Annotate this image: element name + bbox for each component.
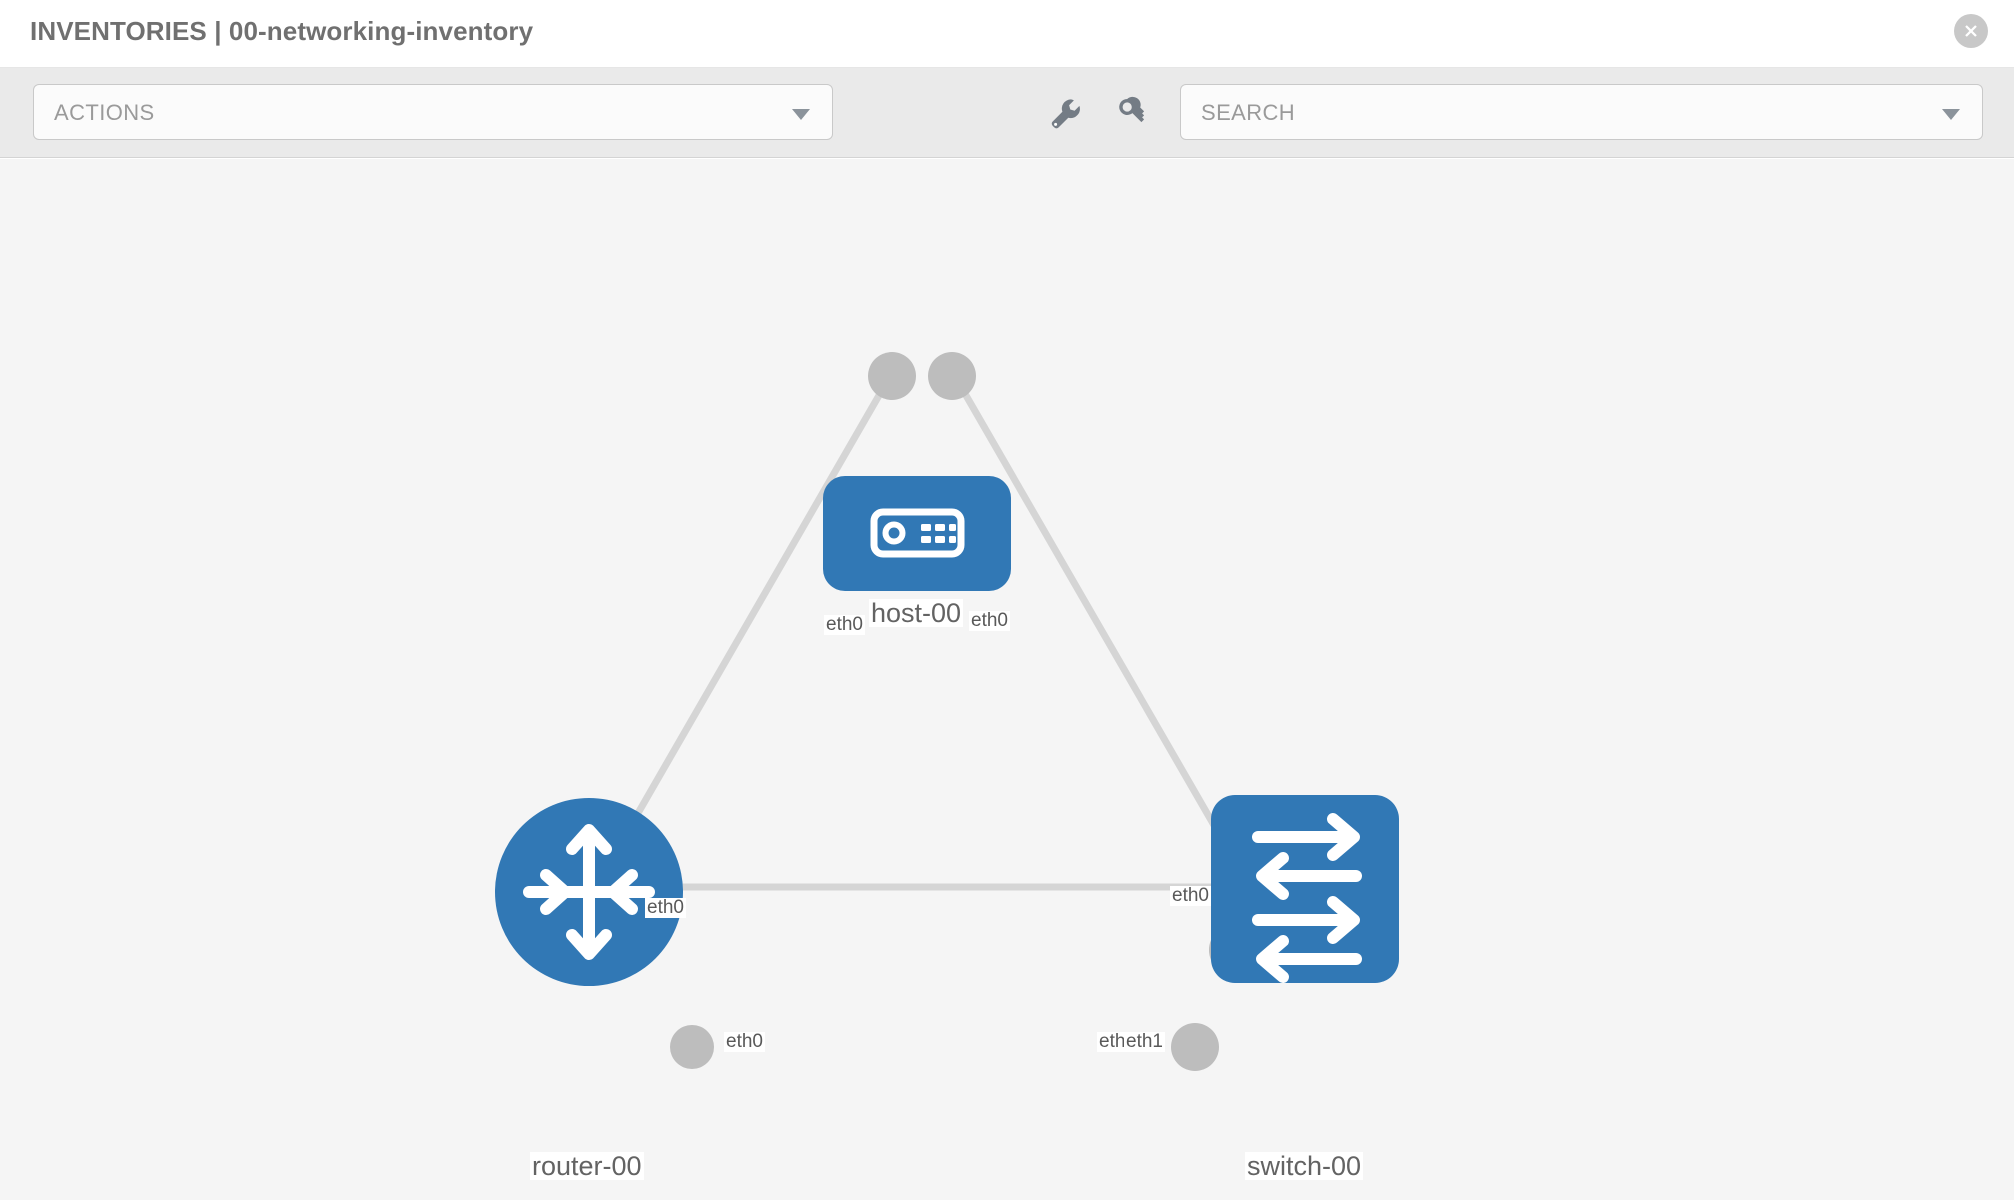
topology-links [596,357,1249,891]
node-label-router-00: router-00 [530,1151,644,1181]
iface-label-switch-uplink-eth0: eth0 [1170,885,1211,906]
link-host-router[interactable] [596,357,904,881]
close-icon[interactable] [1954,14,1988,48]
server-icon [870,508,965,558]
iface-label-switch-eth1: eth1 [1124,1031,1165,1052]
topology-canvas[interactable]: eth0 host-00 eth0 eth0 eth0 eth0 eth0 et… [0,159,2014,1200]
node-router-00[interactable] [495,798,683,986]
wrench-icon[interactable] [1040,88,1088,136]
node-label-switch-00: switch-00 [1245,1151,1364,1181]
port-router-eth0[interactable] [670,1025,714,1069]
page-header: INVENTORIES | 00-networking-inventory [0,0,2014,68]
iface-label-host-eth0-left: eth0 [824,614,865,635]
key-icon[interactable] [1108,88,1156,136]
iface-label-router-uplink-eth0: eth0 [645,897,686,918]
chevron-down-icon [792,109,810,120]
search-input-placeholder: SEARCH [1201,100,1296,125]
actions-dropdown-label: ACTIONS [54,100,155,125]
switch-icon [1252,813,1362,983]
iface-label-host-eth0-right: eth0 [969,610,1010,631]
port-host-eth0-left[interactable] [868,352,916,400]
link-host-switch[interactable] [941,357,1249,881]
node-host-00[interactable] [823,476,1011,591]
port-switch-eth1[interactable] [1171,1023,1219,1071]
port-host-eth0-right[interactable] [928,352,976,400]
node-label-host-00: host-00 [869,598,964,628]
search-input[interactable]: SEARCH [1180,84,1983,140]
iface-label-router-eth0: eth0 [724,1031,765,1052]
toolbar: ACTIONS SEARCH [0,68,2014,158]
router-icon [523,824,655,960]
chevron-down-icon[interactable] [1942,109,1960,120]
topology-graph [495,352,1399,1071]
actions-dropdown[interactable]: ACTIONS [33,84,833,140]
node-switch-00[interactable] [1211,795,1399,983]
page-title: INVENTORIES | 00-networking-inventory [30,16,534,46]
topology-ports [670,352,1261,1071]
